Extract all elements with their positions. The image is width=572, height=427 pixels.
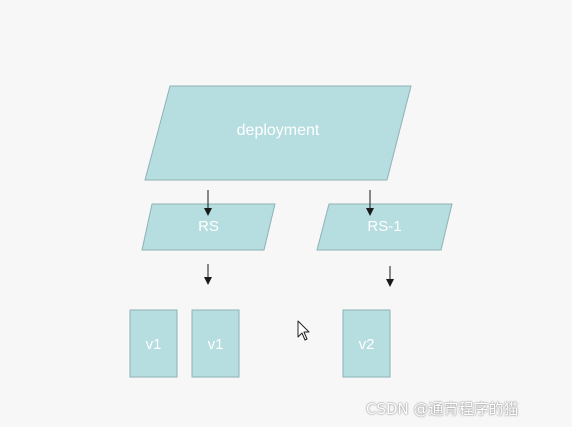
pod-v1a-node xyxy=(129,309,178,378)
pod-v1b-label: v1 xyxy=(207,336,224,353)
pod-v2-node xyxy=(342,309,391,378)
deployment-label: deployment xyxy=(236,122,320,139)
pod-v1b-node xyxy=(191,309,240,378)
rs1-label: RS-1 xyxy=(367,218,402,235)
pod-v1a-label: v1 xyxy=(145,336,162,353)
pod-v2-label: v2 xyxy=(358,336,375,353)
mouse-pointer-icon xyxy=(297,320,310,341)
rs-node xyxy=(141,203,276,251)
deployment-node xyxy=(144,85,412,181)
watermark-text: CSDN @通宵程序的猫 xyxy=(366,400,519,418)
rs1-node xyxy=(316,203,453,251)
rs-label: RS xyxy=(198,218,219,235)
